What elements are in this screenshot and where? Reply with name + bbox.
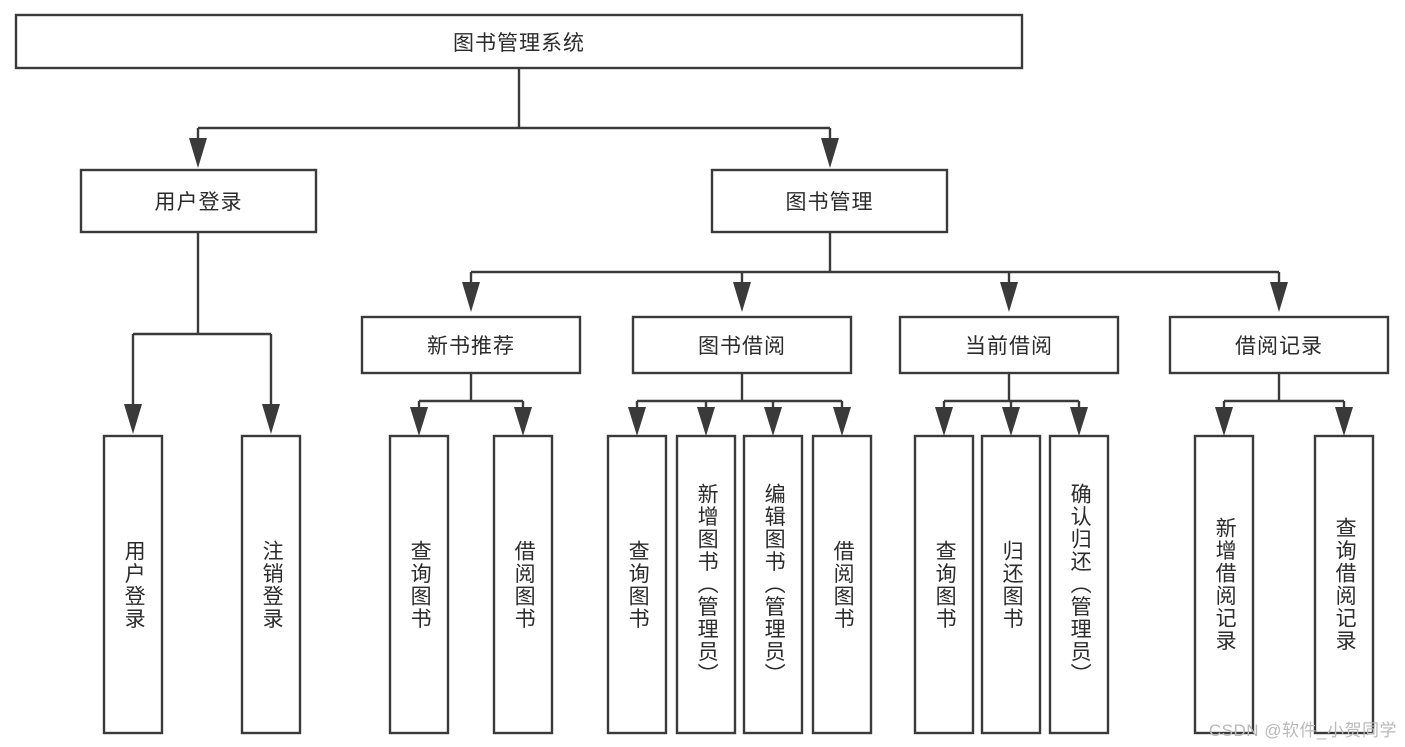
leaf-user-login-1[interactable] [102,434,164,735]
node-current-borrow[interactable] [898,315,1120,375]
arrow-user-login-child2 [262,404,280,434]
node-new-book-recommend[interactable] [360,315,582,375]
leaf-new-book-1[interactable] [388,434,450,735]
arrow-borrow-record-child1 [1215,407,1233,436]
node-user-login[interactable] [79,168,318,234]
arrow-borrow-record-child2 [1335,407,1353,436]
leaf-book-borrow-1[interactable] [606,434,668,735]
arrow-bm-to-borrow-record [1270,282,1288,312]
arrow-user-login-child1 [124,404,142,434]
arrow-book-borrow-child3 [764,407,782,436]
arrow-bm-to-current-borrow [1000,282,1018,312]
arrow-current-borrow-child1 [935,407,953,436]
leaf-user-login-2[interactable] [240,434,302,735]
arrow-book-borrow-child4 [833,407,851,436]
arrow-bm-to-book-borrow [733,282,751,312]
node-book-management[interactable] [710,168,949,234]
arrow-current-borrow-child2 [1002,407,1020,436]
leaf-current-borrow-3[interactable] [1048,434,1110,735]
leaf-book-borrow-2[interactable] [675,434,737,735]
arrow-root-to-user-login [189,138,207,168]
arrow-book-borrow-child1 [628,407,646,436]
arrow-book-borrow-child2 [697,407,715,436]
leaf-current-borrow-2[interactable] [980,434,1042,735]
leaf-book-borrow-4[interactable] [811,434,873,735]
leaf-current-borrow-1[interactable] [913,434,975,735]
node-book-borrow[interactable] [631,315,853,375]
leaf-borrow-record-1[interactable] [1193,434,1255,735]
leaf-book-borrow-3[interactable] [742,434,804,735]
arrow-root-to-book-management [821,138,839,168]
leaf-new-book-2[interactable] [492,434,554,735]
arrow-new-book-child1 [410,407,428,436]
node-borrow-record[interactable] [1168,315,1390,375]
arrow-current-borrow-child3 [1070,407,1088,436]
arrow-bm-to-new-book [462,282,480,312]
arrow-new-book-child2 [514,407,532,436]
leaf-borrow-record-2[interactable] [1313,434,1375,735]
node-root-book-management-system[interactable] [14,13,1024,70]
